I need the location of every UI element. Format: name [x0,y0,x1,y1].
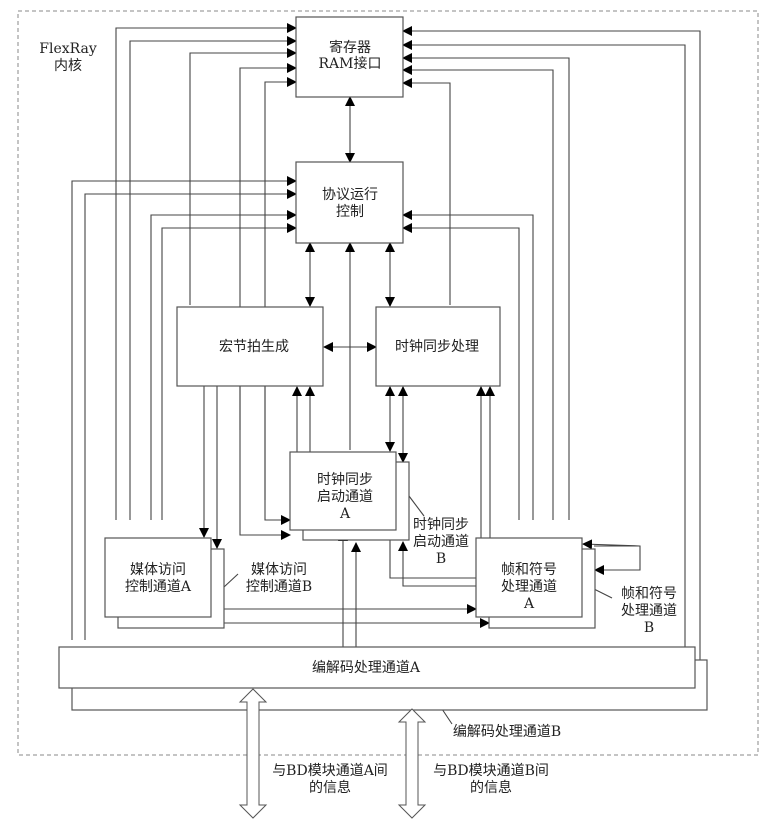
arrow-macB-to-register [129,36,297,520]
block-protocol-control [295,161,404,244]
block-codec-a [58,646,696,689]
block-macrotick [176,306,324,387]
block-register-ram [295,16,404,98]
csstart-a-label-2: 启动通道 [317,489,373,505]
bd-channel-b-double-arrow [397,708,427,819]
arrow-macA-protocol [150,210,297,520]
bd-b-label-2: 的信息 [470,779,512,796]
arrow-fsA-protocol [402,210,534,520]
arrow-line-register-5 [264,77,297,500]
mac-b-label-2: 控制通道B [246,579,312,595]
arrow-codecA-to-register [402,26,701,668]
core-label-line1: FlexRay [39,41,97,57]
fs-b-label-1: 帧和符号 [621,586,677,602]
bd-a-label-2: 的信息 [309,779,351,796]
connection-lines [71,23,701,725]
arrow-fsB-to-register [402,40,686,650]
arrow-clocksync-register [402,78,451,305]
csstart-b-label-2: 启动通道 [413,534,469,550]
arrow-codecB-protocol [84,189,297,640]
callout-fsB [593,588,613,599]
codec-a-label: 编解码处理通道A [312,660,421,676]
mac-b-label-1: 媒体访问 [251,562,307,578]
register-label-2: RAM接口 [319,55,382,72]
fs-a-label-1: 帧和符号 [501,562,557,578]
fs-b-label-3: B [644,620,654,636]
core-label-line2: 内核 [54,58,82,74]
csstart-b-label-3: B [436,551,446,567]
csstart-a-label-3: A [339,506,351,522]
fs-a-label-3: A [523,596,535,612]
callout-csstartB [408,495,425,517]
block-mac-a [104,537,212,618]
csstart-a-label-1: 时钟同步 [317,471,373,488]
arrow-line-register-3 [189,48,297,305]
register-label-1: 寄存器 [329,39,371,56]
arrow-fs-self-loop-back [582,539,641,550]
arrow-fsA2-to-register [402,65,554,520]
callout-macB [223,573,239,588]
arrow-fs-self-loop [594,545,641,575]
mac-a-label-2: 控制通道A [125,579,192,595]
arrow-fsA-csstartA [385,530,476,579]
protocol-label-1: 协议运行 [322,187,378,203]
bd-b-label-1: 与BD模块通道B间 [433,763,549,779]
arrow-macA-to-register [115,23,297,520]
arrow-macrotick-csstartA [264,386,291,525]
block-csstart-a [289,451,397,531]
codec-b-label: 编解码处理通道B [453,724,561,740]
clocksync-label: 时钟同步处理 [395,338,479,355]
protocol-label-2: 控制 [336,204,364,220]
macrotick-label: 宏节拍生成 [219,339,289,355]
bd-channel-a-double-arrow [238,688,268,819]
csstart-b-label-1: 时钟同步 [413,516,469,533]
arrow-macB-protocol [161,223,297,520]
arrow-macrotick-csstartB [239,386,291,540]
block-fs-a [475,537,583,618]
arrow-fsB-protocol [402,223,520,520]
fs-b-label-2: 处理通道 [621,603,677,619]
arrow-fsA-to-register [402,53,570,520]
fs-a-label-2: 处理通道 [501,579,557,595]
bd-a-label-1: 与BD模块通道A间 [272,763,388,779]
arrow-codecA-protocol [71,176,297,640]
block-clocksync [375,306,501,387]
arrow-fsA-csstartB [398,541,476,587]
mac-a-label-1: 媒体访问 [130,562,186,578]
